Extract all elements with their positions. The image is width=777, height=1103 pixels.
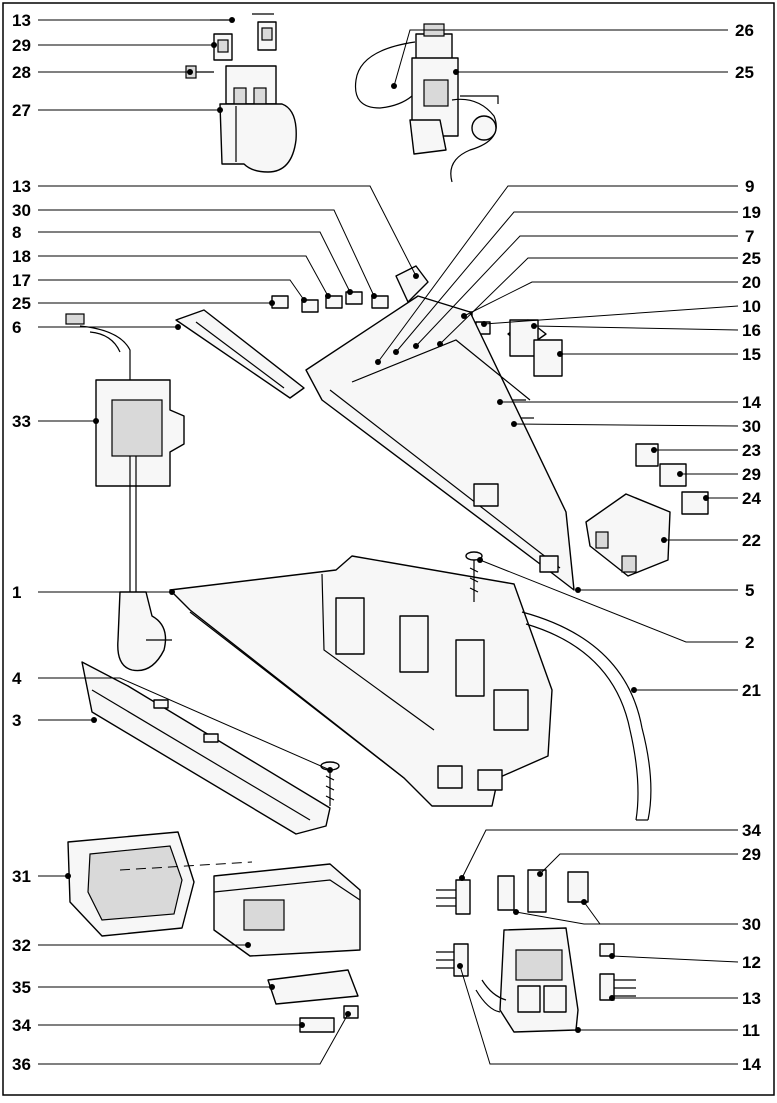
callout-20: 20 bbox=[742, 273, 761, 292]
callout-13: 13 bbox=[12, 177, 31, 196]
callout-19: 19 bbox=[742, 203, 761, 222]
callout-32: 32 bbox=[12, 936, 31, 955]
callout-30: 30 bbox=[742, 417, 761, 436]
callout-36: 36 bbox=[12, 1055, 31, 1074]
callout-33: 33 bbox=[12, 412, 31, 431]
part-mains-cable-33 bbox=[65, 313, 185, 672]
part-control-panel bbox=[305, 295, 575, 591]
part-filter-27-28 bbox=[185, 65, 297, 173]
part-switch-block-22 bbox=[585, 443, 709, 577]
callout-3: 3 bbox=[12, 711, 21, 730]
part-module-11 bbox=[436, 927, 636, 1033]
part-switch-25-26 bbox=[354, 23, 499, 183]
part-connectors-34-29-30 bbox=[436, 869, 589, 915]
callout-8: 8 bbox=[12, 223, 21, 242]
callout-29: 29 bbox=[742, 845, 761, 864]
callout-labels: 13 29 28 27 13 30 8 18 17 25 6 33 1 4 3 … bbox=[12, 11, 761, 1074]
callout-29: 29 bbox=[12, 36, 31, 55]
part-small-35-34-36 bbox=[267, 969, 359, 1033]
callout-23: 23 bbox=[742, 441, 761, 460]
callout-22: 22 bbox=[742, 531, 761, 550]
callout-12: 12 bbox=[742, 953, 761, 972]
callout-11: 11 bbox=[742, 1021, 760, 1040]
callout-27: 27 bbox=[12, 101, 31, 120]
callout-26: 26 bbox=[735, 21, 754, 40]
callout-14: 14 bbox=[742, 1055, 761, 1074]
callout-25: 25 bbox=[735, 63, 754, 82]
callout-25: 25 bbox=[742, 249, 761, 268]
callout-9: 9 bbox=[745, 177, 754, 196]
callout-2: 2 bbox=[745, 633, 754, 652]
callout-34: 34 bbox=[742, 821, 761, 840]
callout-18: 18 bbox=[12, 247, 31, 266]
callout-30: 30 bbox=[12, 201, 31, 220]
callout-17: 17 bbox=[12, 271, 31, 290]
callout-24: 24 bbox=[742, 489, 761, 508]
part-hose-21 bbox=[521, 611, 652, 821]
callout-6: 6 bbox=[12, 318, 21, 337]
part-connector-13-29-topleft bbox=[210, 13, 277, 61]
part-small-connectors-row bbox=[271, 265, 429, 313]
callout-13: 13 bbox=[12, 11, 31, 30]
leader-lines bbox=[38, 17, 739, 1065]
callout-13: 13 bbox=[742, 989, 761, 1008]
part-base-housing-1 bbox=[169, 555, 553, 807]
callout-4: 4 bbox=[12, 669, 22, 688]
callout-28: 28 bbox=[12, 63, 31, 82]
callout-31: 31 bbox=[12, 867, 31, 886]
callout-35: 35 bbox=[12, 978, 31, 997]
callout-15: 15 bbox=[742, 345, 761, 364]
callout-14: 14 bbox=[742, 393, 761, 412]
callout-10: 10 bbox=[742, 297, 761, 316]
callout-7: 7 bbox=[745, 227, 754, 246]
callout-34: 34 bbox=[12, 1016, 31, 1035]
callout-21: 21 bbox=[742, 681, 761, 700]
callout-16: 16 bbox=[742, 321, 761, 340]
callout-1: 1 bbox=[12, 583, 21, 602]
part-terminal-strip-6 bbox=[175, 309, 305, 399]
part-bezel-31 bbox=[67, 831, 253, 937]
callout-29: 29 bbox=[742, 465, 761, 484]
callout-5: 5 bbox=[745, 581, 754, 600]
callout-30: 30 bbox=[742, 915, 761, 934]
part-control-module-32 bbox=[213, 863, 361, 957]
callout-25: 25 bbox=[12, 294, 31, 313]
